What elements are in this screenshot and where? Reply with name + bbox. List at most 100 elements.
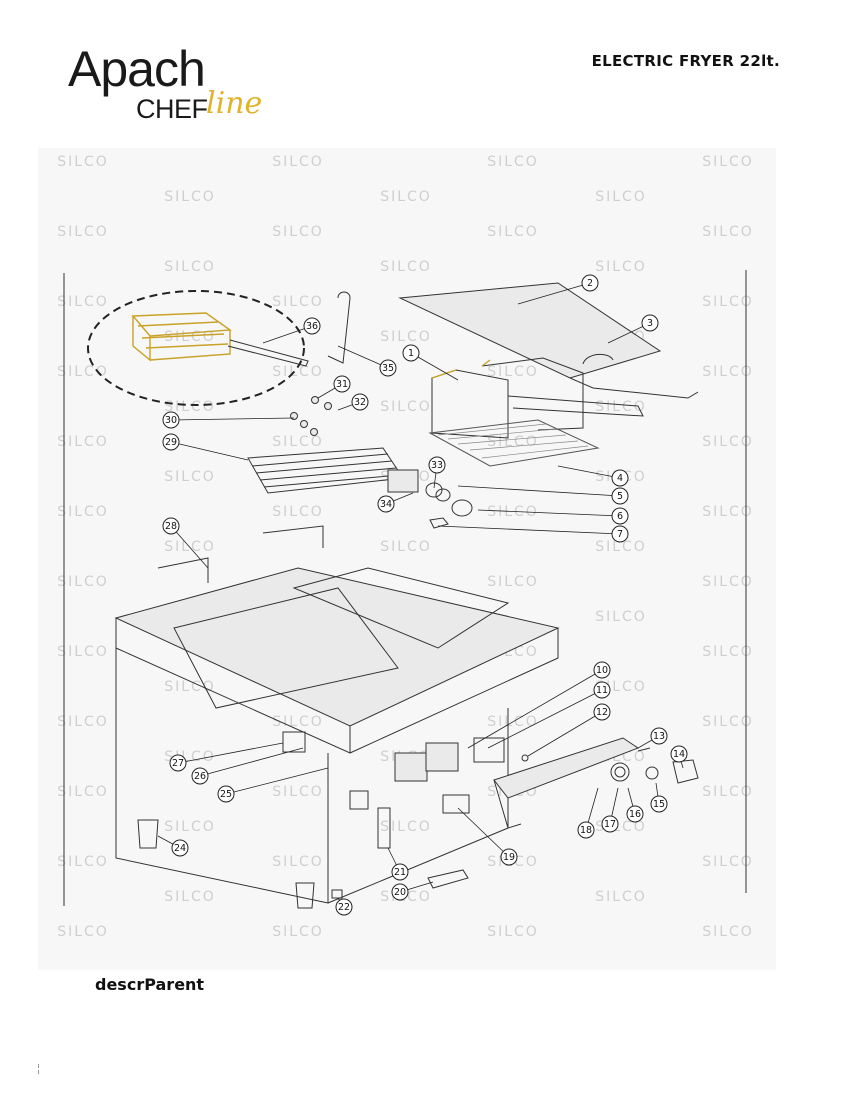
callout-number: 25 (220, 789, 232, 800)
callout-4: 4 (557, 465, 629, 487)
callout-35: 35 (337, 345, 397, 377)
watermark-text: SILCO (380, 819, 432, 835)
callout-circle (581, 274, 599, 292)
watermark-text: SILCO (164, 819, 216, 835)
watermark-text: SILCO (702, 714, 754, 730)
callout-number: 12 (596, 707, 608, 718)
callout-26: 26 (191, 747, 304, 785)
callout-number: 11 (596, 685, 608, 696)
callout-circle (611, 507, 629, 525)
callout-20: 20 (391, 881, 434, 901)
watermark-text: SILCO (487, 154, 539, 170)
watermark-text: SILCO (702, 784, 754, 800)
watermark-text: SILCO (164, 189, 216, 205)
callout-circle (577, 821, 595, 839)
watermark-text: SILCO (595, 189, 647, 205)
watermark-text: SILCO (702, 574, 754, 590)
callout-circle (303, 317, 321, 335)
callout-circle (593, 681, 611, 699)
callout-17: 17 (601, 787, 619, 833)
callout-number: 35 (382, 363, 394, 374)
callout-number: 26 (194, 771, 206, 782)
callout-circle (391, 883, 409, 901)
callout-circle (611, 487, 629, 505)
watermark-text: SILCO (380, 329, 432, 345)
callout-21: 21 (387, 847, 409, 881)
watermark-text: SILCO (702, 504, 754, 520)
callout-2: 2 (517, 274, 599, 305)
callout-leader (225, 767, 329, 795)
callout-circle (611, 525, 629, 543)
callout-circle (402, 344, 420, 362)
callout-leader (199, 747, 304, 777)
callout-number: 16 (629, 809, 641, 820)
callout-14: 14 (670, 745, 688, 769)
brand-logo: Apach CHEF line (68, 44, 278, 134)
hanger-hook-part (327, 291, 351, 364)
callout-30: 30 (162, 411, 295, 429)
watermark-text: SILCO (164, 679, 216, 695)
callout-leader (557, 465, 621, 479)
watermark-text: SILCO (595, 399, 647, 415)
watermark-text: SILCO (702, 644, 754, 660)
callout-circle (377, 495, 395, 513)
callout-leader (527, 711, 603, 757)
watermark-text: SILCO (57, 924, 109, 940)
callout-circle (217, 785, 235, 803)
callout-number: 6 (617, 511, 623, 522)
watermark-text: SILCO (164, 329, 216, 345)
watermark-text: SILCO (57, 784, 109, 800)
callout-number: 18 (580, 825, 592, 836)
callout-leader (457, 485, 621, 497)
callout-1: 1 (402, 344, 459, 381)
watermark-text: SILCO (595, 259, 647, 275)
watermark-text: SILCO (487, 924, 539, 940)
callout-5: 5 (457, 485, 629, 505)
watermark-text: SILCO (272, 924, 324, 940)
callout-number: 10 (596, 665, 608, 676)
watermark-text: SILCO (595, 609, 647, 625)
callout-number: 1 (408, 348, 414, 359)
diagram-canvas: SILCO SILCO SILCO SILCO SILCO SILCO SILCO SILCO… (57, 154, 754, 940)
watermark-text: SILCO (272, 154, 324, 170)
callout-number: 22 (338, 902, 350, 913)
watermark-text: SILCO (272, 784, 324, 800)
callout-19: 19 (457, 807, 518, 866)
watermark-text: SILCO (272, 294, 324, 310)
callout-10: 10 (467, 661, 611, 749)
watermark-text: SILCO (57, 504, 109, 520)
callout-number: 19 (503, 852, 515, 863)
callout-circle (171, 839, 189, 857)
callout-circle (162, 411, 180, 429)
callout-32: 32 (337, 393, 369, 411)
callout-leader (457, 807, 510, 858)
watermark-text: SILCO (380, 539, 432, 555)
drain-tap-part (377, 807, 391, 849)
watermark-text: SILCO (702, 294, 754, 310)
callout-number: 21 (394, 867, 406, 878)
callout-13: 13 (637, 727, 668, 749)
watermark-text: SILCO (380, 399, 432, 415)
callout-number: 34 (380, 499, 392, 510)
callout-12: 12 (527, 703, 611, 757)
watermark-text: SILCO (57, 574, 109, 590)
callout-circle (593, 703, 611, 721)
callout-circle (169, 754, 187, 772)
callout-number: 13 (653, 731, 665, 742)
callout-27: 27 (169, 742, 284, 772)
callout-number: 28 (165, 521, 177, 532)
callout-circle (611, 469, 629, 487)
callout-circle (162, 517, 180, 535)
description-parent-label: descrParent (95, 975, 205, 994)
watermark-text: SILCO (380, 189, 432, 205)
callout-circle (500, 848, 518, 866)
watermark-text: SILCO (57, 714, 109, 730)
watermark-text: SILCO (164, 889, 216, 905)
callout-36: 36 (262, 317, 321, 344)
lid-handle (582, 353, 614, 365)
watermark-text: SILCO (487, 224, 539, 240)
callout-leader (517, 282, 591, 305)
lid-part (398, 282, 662, 379)
callout-number: 3 (647, 318, 653, 329)
callout-circle (641, 314, 659, 332)
